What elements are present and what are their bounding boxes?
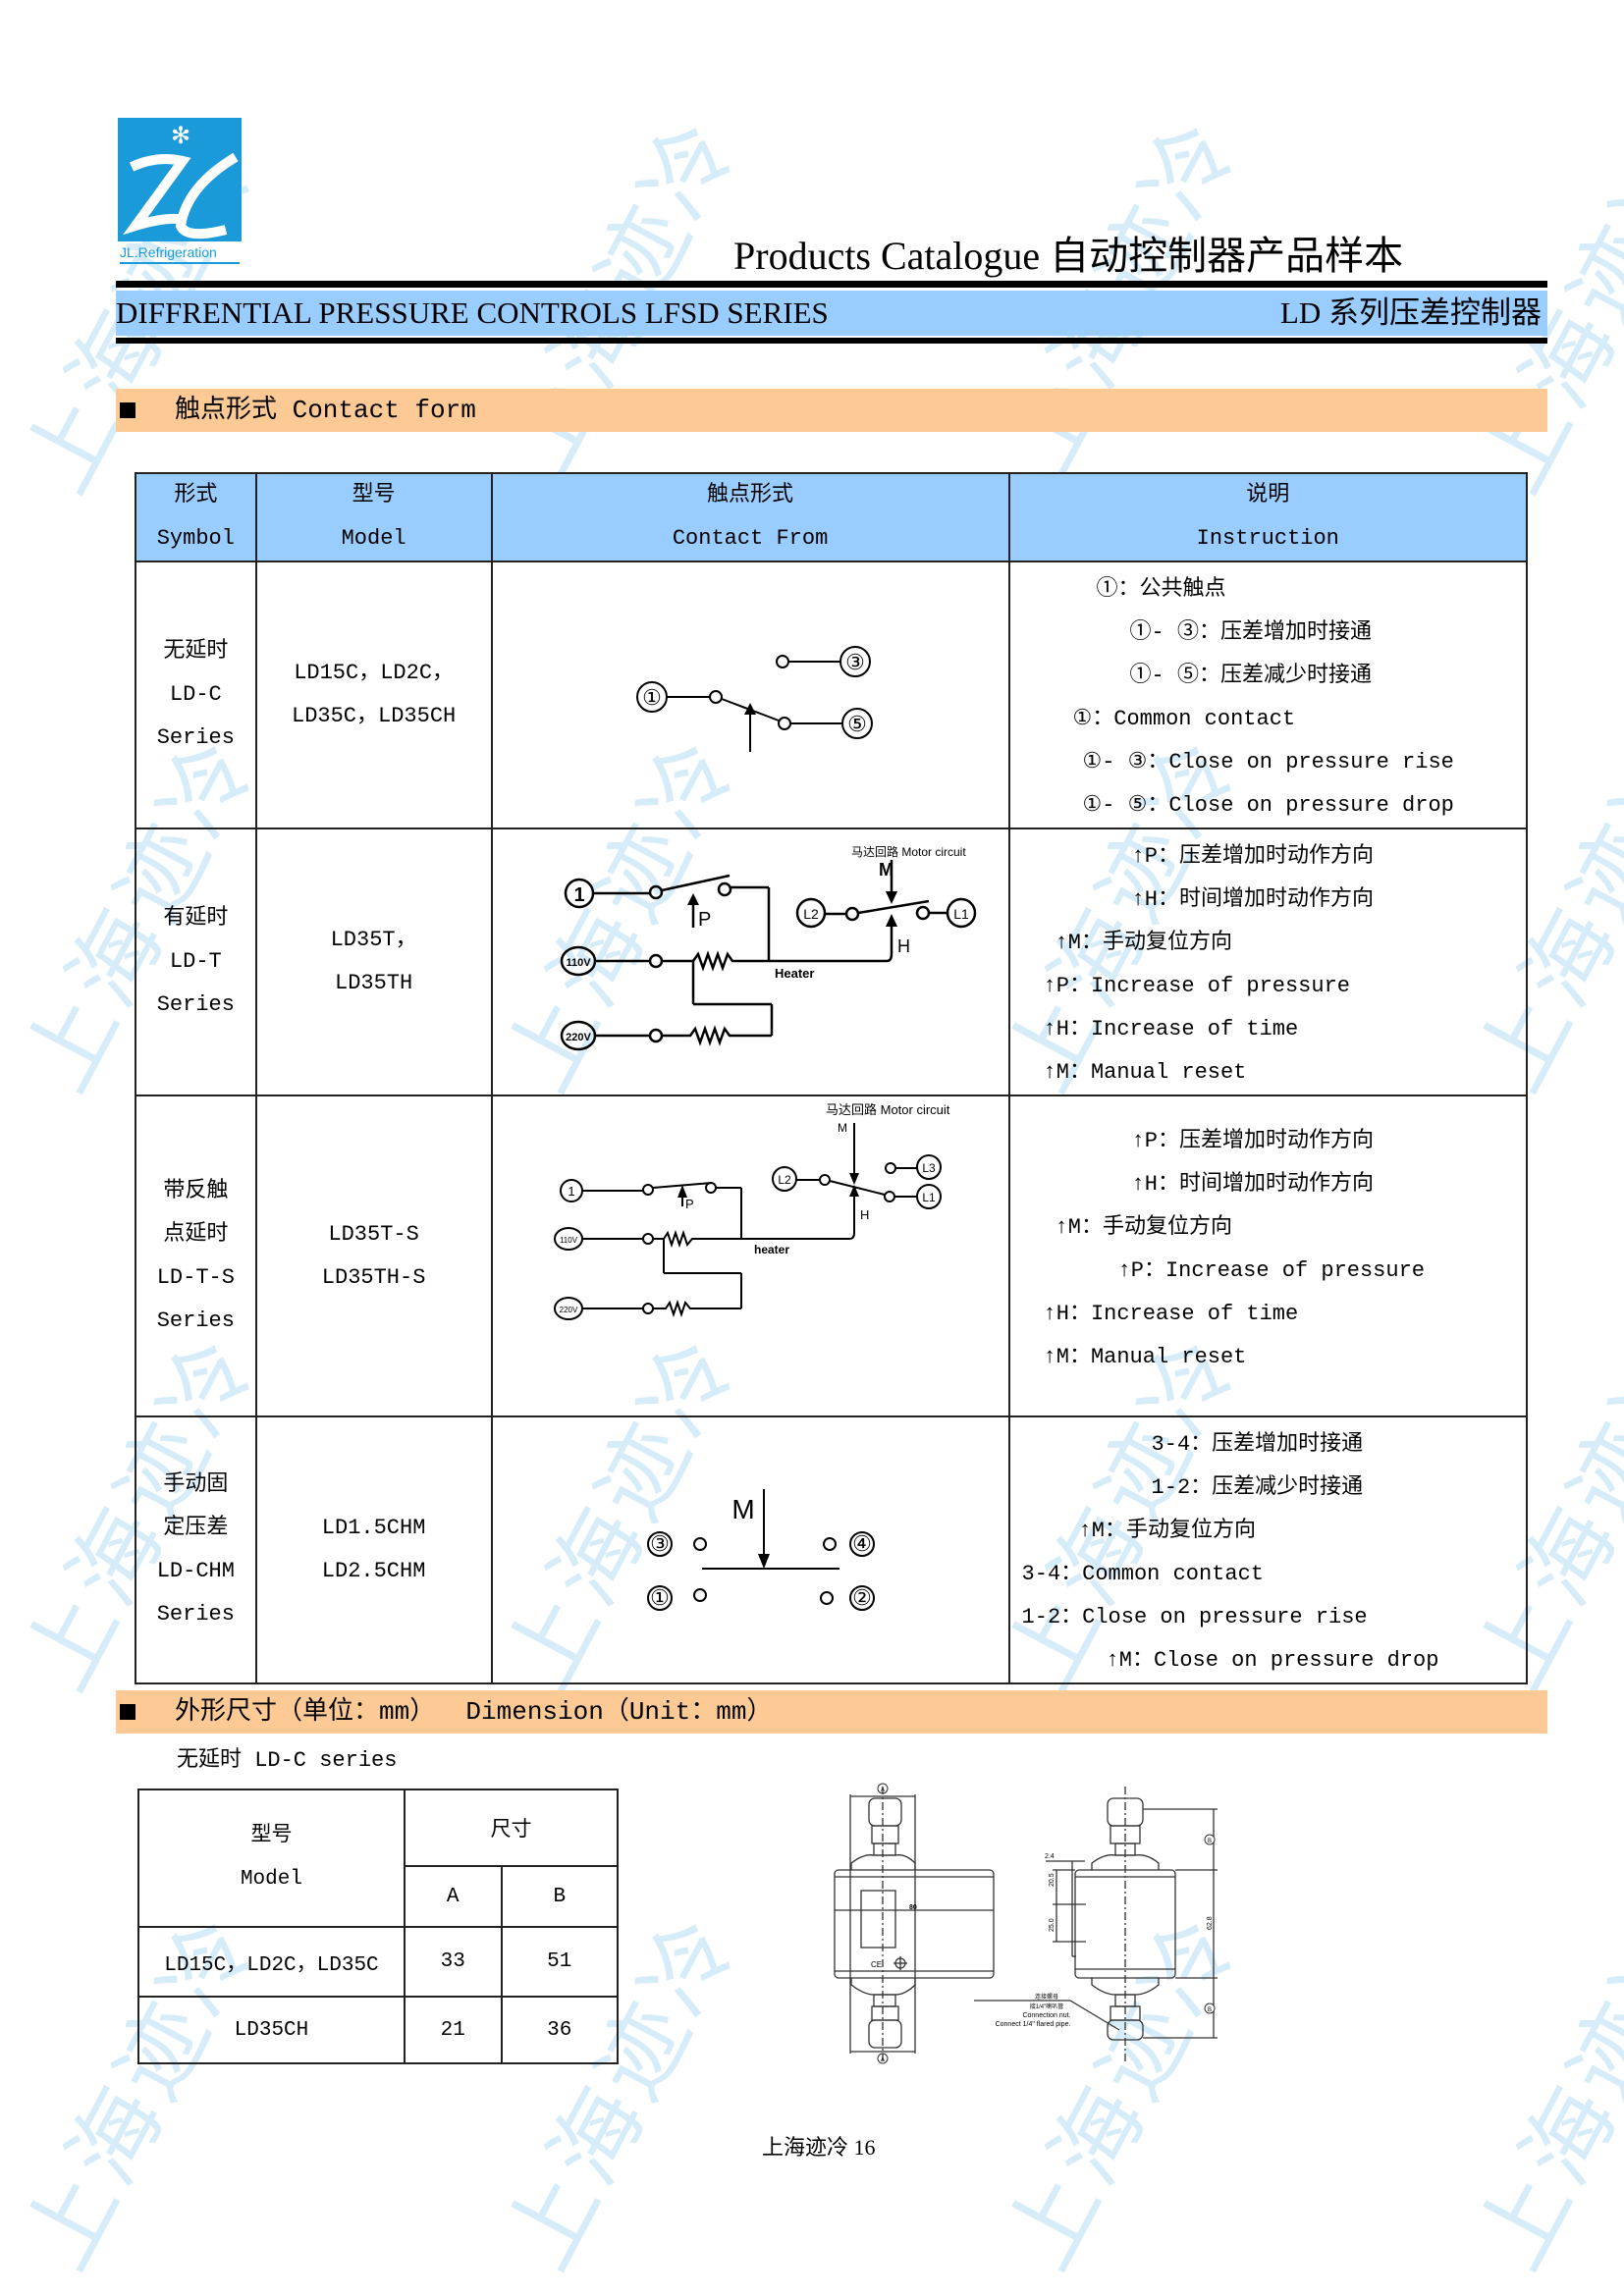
svg-text:P: P	[685, 1197, 694, 1211]
svg-text:③: ③	[845, 650, 865, 674]
contact-diagram-ld-c: ① ③ ⑤	[635, 645, 873, 752]
svg-text:2.4: 2.4	[1045, 1853, 1055, 1860]
svg-text:接1/4"喇叭管: 接1/4"喇叭管	[1030, 2002, 1063, 2010]
contact-diagram-cell: ① ③ ⑤	[490, 561, 1010, 829]
svg-text:L2: L2	[803, 906, 819, 922]
section-dimension: 外形尺寸（单位：mm） Dimension（Unit：mm）	[116, 1690, 1547, 1734]
series-title-en: DIFFRENTIAL PRESSURE CONTROLS LFSD SERIE…	[116, 295, 829, 330]
contact-diagram-cell: 马达回路 Motor circuit M P H Heater 1 110V 2…	[490, 828, 1010, 1096]
svg-text:①: ①	[650, 1585, 670, 1610]
svg-text:M: M	[731, 1494, 754, 1524]
header-rule	[116, 281, 1547, 288]
svg-text:马达回路 Motor circuit: 马达回路 Motor circuit	[826, 1102, 950, 1117]
svg-text:Connect 1/4" flared pipe.: Connect 1/4" flared pipe.	[996, 2021, 1071, 2028]
svg-text:M: M	[879, 860, 893, 880]
dimension-drawing: 80 CE 2.4 20.5 25.0 62.8 A A B B 连接螺母 接1…	[825, 1777, 1237, 2076]
contact-diagram-ld-t-s: 马达回路 Motor circuit M P H heater 1 110V 2…	[553, 1102, 950, 1320]
contact-diagram-cell: M ③ ④ ① ②	[490, 1415, 1010, 1684]
svg-text:连接螺母: 连接螺母	[1035, 1993, 1058, 2001]
series-band: DIFFRENTIAL PRESSURE CONTROLS LFSD SERIE…	[116, 291, 1547, 336]
svg-text:Connection nut.: Connection nut.	[1022, 2012, 1070, 2019]
dimension-subtitle: 无延时 LD-C series	[177, 1748, 398, 1773]
svg-text:CE: CE	[871, 1960, 882, 1969]
svg-text:1: 1	[573, 884, 584, 906]
header-a: A	[403, 1865, 503, 1928]
svg-text:H: H	[860, 1207, 869, 1222]
header-size: 尺寸	[403, 1789, 620, 1867]
svg-text:A: A	[881, 1788, 885, 1793]
header-rule	[116, 338, 1547, 344]
svg-text:Heater: Heater	[775, 966, 814, 981]
instruction-cell: ↑P：压差增加时动作方向 ↑H：时间增加时动作方向 ↑M：手动复位方向 ↑P：I…	[1007, 828, 1529, 1096]
contact-diagram-ld-t: 马达回路 Motor circuit M P H Heater 1 110V 2…	[560, 844, 976, 1050]
svg-text:220V: 220V	[566, 1032, 591, 1043]
svg-text:20.5: 20.5	[1049, 1873, 1056, 1887]
series-title-cn: LD 系列压差控制器	[1279, 295, 1542, 330]
svg-text:L1: L1	[922, 1191, 936, 1204]
section-title: 外形尺寸（单位：mm） Dimension（Unit：mm）	[175, 1697, 773, 1727]
svg-text:H: H	[897, 936, 910, 956]
header-b: B	[500, 1865, 619, 1928]
svg-text:25.0: 25.0	[1049, 1918, 1056, 1932]
instruction-cell: ①：公共触点 ①- ③：压差增加时接通 ①- ⑤：压差减少时接通 ①：Commo…	[1007, 561, 1529, 829]
svg-text:③: ③	[650, 1531, 670, 1556]
svg-text:JL.Refrigeration: JL.Refrigeration	[120, 244, 217, 260]
svg-text:L2: L2	[778, 1173, 791, 1187]
svg-text:L3: L3	[922, 1161, 936, 1175]
svg-text:⑤: ⑤	[847, 712, 867, 736]
svg-text:马达回路 Motor circuit: 马达回路 Motor circuit	[851, 844, 966, 859]
svg-text:110V: 110V	[566, 957, 591, 969]
svg-text:P: P	[698, 909, 711, 931]
section-title: 触点形式 Contact form	[175, 396, 476, 425]
company-logo: ✻ JL.Refrigeration	[118, 118, 244, 267]
model-cell: LD35T，LD35TH	[254, 828, 493, 1096]
instruction-cell: 3-4：压差增加时接通 1-2：压差减少时接通 ↑M：手动复位方向 3-4：Co…	[1007, 1415, 1529, 1684]
catalogue-title: Products Catalogue 自动控制器产品样本	[733, 234, 1404, 278]
svg-text:heater: heater	[754, 1243, 789, 1256]
svg-text:B: B	[1208, 2007, 1212, 2013]
instruction-cell: ↑P：压差增加时动作方向 ↑H：时间增加时动作方向 ↑M：手动复位方向 ↑P：I…	[1007, 1095, 1529, 1417]
section-contact-form: 触点形式 Contact form	[116, 389, 1547, 432]
contact-diagram-cell: 马达回路 Motor circuit M P H heater 1 110V 2…	[490, 1095, 1010, 1417]
svg-text:110V: 110V	[560, 1236, 578, 1245]
svg-text:L1: L1	[953, 906, 969, 922]
svg-text:80: 80	[909, 1904, 917, 1911]
bullet-square-icon	[120, 402, 135, 418]
svg-text:A: A	[881, 2057, 885, 2063]
model-cell: LD15C，LD2C，LD35C，LD35CH	[254, 561, 493, 829]
svg-text:220V: 220V	[559, 1306, 577, 1314]
svg-text:✻: ✻	[171, 123, 190, 149]
svg-text:④: ④	[852, 1531, 872, 1556]
svg-text:B: B	[1208, 1839, 1212, 1844]
svg-text:①: ①	[642, 685, 662, 710]
svg-text:1: 1	[568, 1184, 574, 1199]
svg-text:M: M	[838, 1121, 847, 1135]
svg-text:62.8: 62.8	[1207, 1916, 1214, 1930]
svg-text:②: ②	[852, 1585, 872, 1610]
page-footer: 上海迹冷 16	[762, 2135, 876, 2160]
bullet-square-icon	[120, 1704, 135, 1720]
contact-diagram-ld-chm: M ③ ④ ① ②	[646, 1488, 875, 1611]
